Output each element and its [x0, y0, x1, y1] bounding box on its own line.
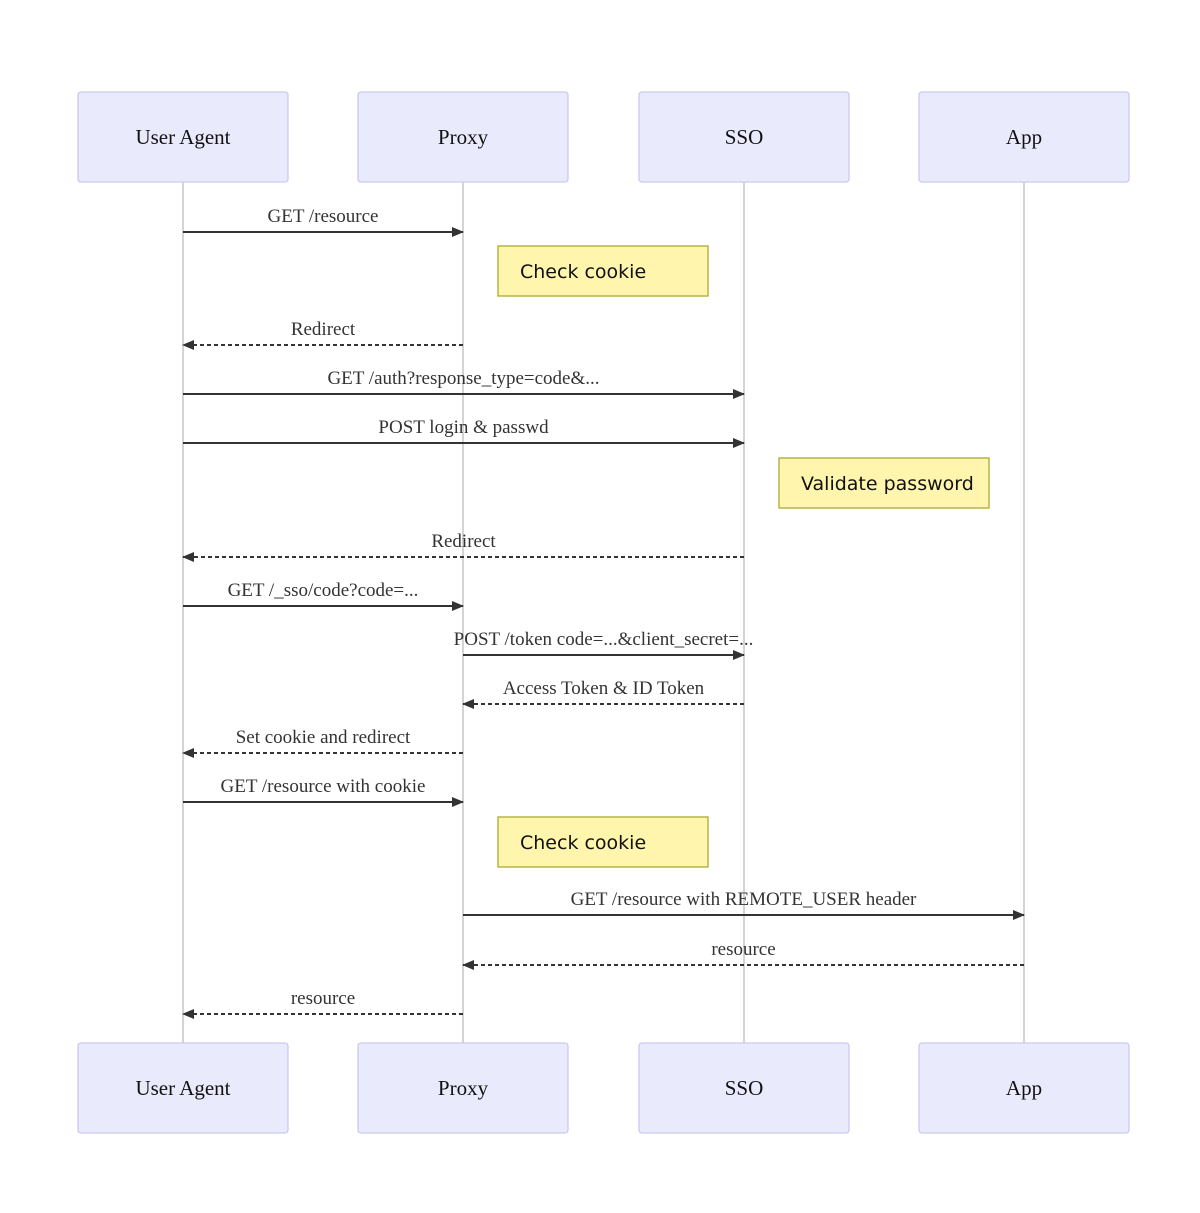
note-5: Validate password [778, 457, 990, 509]
participant-label: App [1006, 125, 1042, 149]
lifelines [182, 182, 1025, 1043]
message-label: POST /token code=...&client_secret=... [454, 629, 754, 650]
message-label: GET /resource with REMOTE_USER header [571, 889, 917, 910]
participants-bottom: User Agent Proxy SSO App [77, 1042, 1130, 1134]
participant-box [918, 91, 1130, 183]
participant-box [918, 1042, 1130, 1134]
participant-label: SSO [725, 1076, 764, 1100]
message-7: GET /_sso/code?code=... [183, 580, 464, 611]
message-11: GET /resource with cookie [183, 776, 464, 807]
participant-proxy-top: Proxy [357, 91, 569, 183]
message-label: Access Token & ID Token [503, 678, 705, 699]
participant-ua-top: User Agent [77, 91, 289, 183]
message-2: Redirect [182, 319, 463, 350]
participant-box [638, 91, 850, 183]
message-label: GET /auth?response_type=code&... [327, 368, 599, 389]
participant-sso-bottom: SSO [638, 1042, 850, 1134]
participant-label: Proxy [438, 125, 489, 149]
participant-app-top: App [918, 91, 1130, 183]
participant-box [357, 91, 569, 183]
message-label: POST login & passwd [378, 417, 549, 438]
participant-box [357, 1042, 569, 1134]
note-label: Check cookie [520, 832, 646, 854]
participant-label: User Agent [135, 125, 230, 149]
note-1: Check cookie [497, 245, 709, 297]
message-15: resource [182, 988, 463, 1019]
participant-label: Proxy [438, 1076, 489, 1100]
participant-label: App [1006, 1076, 1042, 1100]
message-label: GET /resource with cookie [221, 776, 426, 797]
message-8: POST /token code=...&client_secret=... [454, 629, 754, 660]
message-13: GET /resource with REMOTE_USER header [463, 889, 1025, 920]
message-6: Redirect [182, 531, 744, 562]
message-label: Redirect [291, 319, 356, 340]
message-label: Set cookie and redirect [236, 727, 411, 748]
message-label: resource [291, 988, 355, 1009]
message-label: GET /resource [268, 206, 379, 227]
note-label: Validate password [801, 473, 974, 495]
note-label: Check cookie [520, 261, 646, 283]
participant-box [638, 1042, 850, 1134]
participant-proxy-bottom: Proxy [357, 1042, 569, 1134]
participants-top: User Agent Proxy SSO App [77, 91, 1130, 183]
note-box [497, 245, 709, 297]
participant-box [77, 91, 289, 183]
note-box [497, 816, 709, 868]
message-0: GET /resource [183, 206, 464, 237]
message-label: resource [711, 939, 775, 960]
participant-label: SSO [725, 125, 764, 149]
participant-app-bottom: App [918, 1042, 1130, 1134]
participant-label: User Agent [135, 1076, 230, 1100]
note-box [778, 457, 990, 509]
participant-ua-bottom: User Agent [77, 1042, 289, 1134]
note-12: Check cookie [497, 816, 709, 868]
message-3: GET /auth?response_type=code&... [183, 368, 745, 399]
message-14: resource [462, 939, 1024, 970]
message-9: Access Token & ID Token [462, 678, 744, 709]
message-label: Redirect [431, 531, 496, 552]
participant-sso-top: SSO [638, 91, 850, 183]
message-label: GET /_sso/code?code=... [228, 580, 419, 601]
message-4: POST login & passwd [183, 417, 745, 448]
participant-box [77, 1042, 289, 1134]
message-10: Set cookie and redirect [182, 727, 463, 758]
